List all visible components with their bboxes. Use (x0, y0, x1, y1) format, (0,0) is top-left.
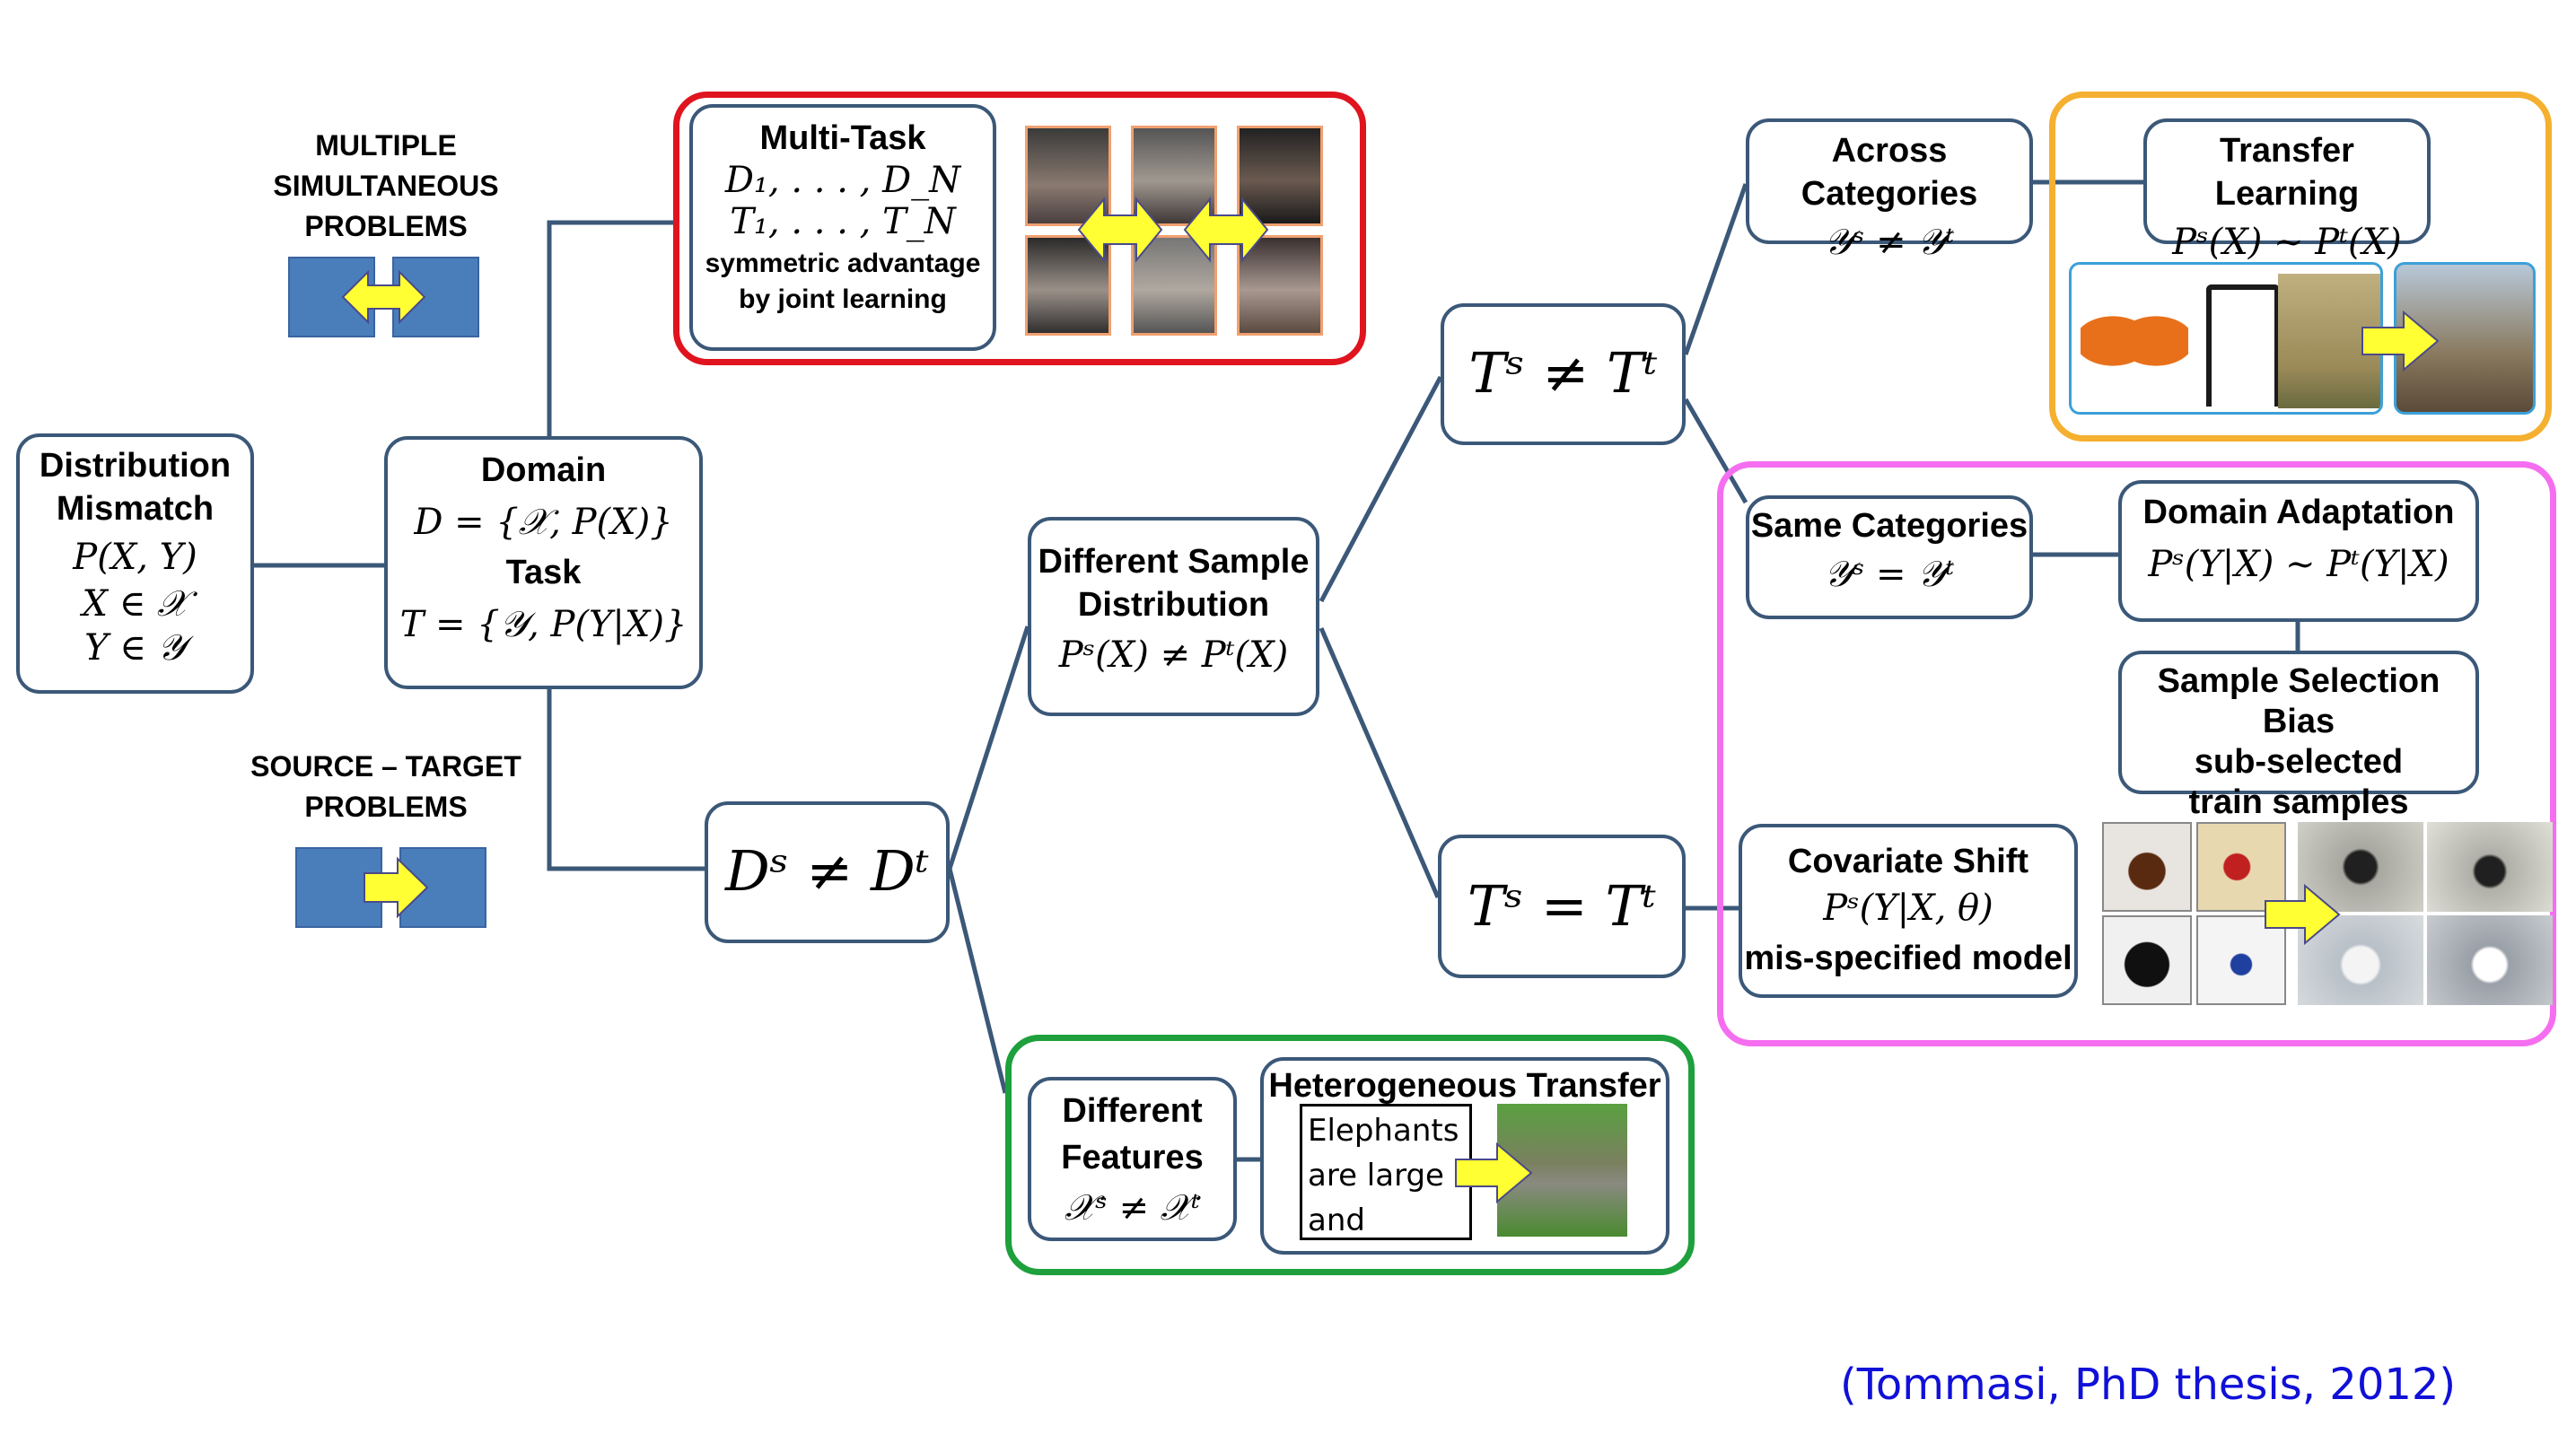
domain-adaptation-title: Domain Adaptation (2142, 494, 2455, 531)
domain-title: Domain (480, 451, 607, 489)
ds-neq-dt: Dˢ ≠ Dᵗ (725, 838, 929, 904)
transfer-learning-box: Transfer Learning Pˢ(X) ∼ Pᵗ(X) (2143, 118, 2431, 263)
mug-photo (2196, 915, 2286, 1005)
transfer-learning-title: Transfer Learning (2214, 132, 2360, 213)
different-features-formula: 𝒳ˢ ≠ 𝒳ᵗ (1064, 1187, 1201, 1229)
same-categories-formula: 𝒴ˢ = 𝒴ᵗ (1824, 554, 1955, 595)
domain-adaptation-formula: Pˢ(Y|X) ∼ Pᵗ(Y|X) (2148, 544, 2449, 585)
citation: (Tommasi, PhD thesis, 2012) (1840, 1360, 2457, 1410)
distribution-mismatch-title: Distribution Mismatch (39, 447, 232, 528)
distribution-p: P(X, Y) (73, 537, 197, 578)
source-images-panel (2069, 262, 2383, 415)
face-photo (1237, 235, 1323, 336)
same-categories-box: Same Categories 𝒴ˢ = 𝒴ᵗ (1746, 495, 2033, 619)
mug-photo (2427, 915, 2553, 1005)
multitask-frame (673, 92, 1366, 365)
multitask-note: symmetric advantage by joint learning (705, 249, 981, 314)
covariate-shift-note: mis-specified model (1744, 940, 2072, 977)
butterfly-photo (2081, 292, 2188, 390)
across-categories-formula: 𝒴ˢ ≠ 𝒴ᵗ (1824, 222, 1955, 263)
source-target-label: SOURCE – TARGET PROBLEMS (250, 750, 521, 823)
different-features-box: Different Features 𝒳ˢ ≠ 𝒳ᵗ (1028, 1077, 1237, 1241)
bidirectional-arrow-icon (288, 257, 479, 337)
different-sample-title: Different Sample Distribution (1038, 543, 1310, 624)
chair-photo (2206, 284, 2280, 407)
ts-neq-tt: Tˢ ≠ Tᵗ (1468, 340, 1658, 406)
bidirectional-arrow-icon (1183, 197, 1269, 263)
different-sample-box: Different Sample Distribution Pˢ(X) ≠ Pᵗ… (1028, 517, 1319, 716)
ts-eq-tt: Tˢ = Tᵗ (1467, 873, 1657, 939)
sample-selection-bias-box: Sample Selection Bias sub-selected train… (2118, 651, 2479, 821)
multitask-domains: D₁, . . . , D_N (724, 160, 961, 201)
different-features-title: Different Features (1061, 1092, 1204, 1176)
covariate-shift-formula: Pˢ(Y|X, θ) (1823, 888, 1993, 929)
domain-formula: D = {𝒳, P(X)} (414, 502, 673, 543)
bidirectional-arrow-icon (1077, 197, 1163, 263)
different-sample-formula: Pˢ(X) ≠ Pᵗ(X) (1058, 634, 1289, 676)
forward-arrow-icon (295, 847, 486, 928)
distribution-mismatch-box: Distribution Mismatch P(X, Y) X ∈ 𝒳 Y ∈ … (16, 433, 254, 694)
mug-photo (2427, 822, 2553, 912)
domain-task-box: Domain D = {𝒳, P(X)} Task T = {𝒴, P(Y|X)… (384, 436, 703, 689)
across-categories-box: Across Categories 𝒴ˢ ≠ 𝒴ᵗ (1746, 118, 2033, 263)
transfer-learning-formula: Pˢ(X) ∼ Pᵗ(X) (2172, 222, 2402, 263)
covariate-shift-title: Covariate Shift (1787, 843, 2029, 880)
forward-arrow-icon (2265, 883, 2341, 946)
heterogeneous-frame (1005, 1035, 1695, 1275)
heterogeneous-transfer-title: Heterogeneous Transfer (1268, 1067, 1661, 1105)
multitask-tasks: T₁, . . . , T_N (730, 201, 956, 242)
transfer-learning-frame (2049, 92, 2552, 442)
domain-adaptation-box: Domain Adaptation Pˢ(Y|X) ∼ Pᵗ(Y|X) (2118, 480, 2479, 622)
mug-photo (2196, 822, 2286, 912)
multitask-title: Multi-Task (759, 119, 926, 157)
distribution-x: X ∈ 𝒳 (82, 583, 188, 625)
ds-neq-dt-box: Dˢ ≠ Dᵗ (705, 801, 950, 943)
elephant-text: Elephants are large and gray… (1300, 1104, 1472, 1240)
ts-neq-tt-box: Tˢ ≠ Tᵗ (1441, 303, 1686, 445)
domain-adaptation-frame (1717, 461, 2556, 1046)
multitask-box: Multi-Task D₁, . . . , D_N T₁, . . . , T… (689, 104, 996, 351)
sample-selection-bias-text: Sample Selection Bias sub-selected train… (2157, 662, 2440, 821)
task-title: Task (505, 554, 582, 591)
task-formula: T = {𝒴, P(Y|X)} (399, 604, 688, 645)
across-categories-title: Across Categories (1801, 132, 1978, 213)
mug-photo (2102, 915, 2192, 1005)
forward-arrow-icon (2361, 310, 2440, 372)
same-categories-title: Same Categories (1750, 507, 2028, 545)
distribution-y: Y ∈ 𝒴 (84, 627, 186, 669)
multiple-problems-label: MULTIPLE SIMULTANEOUS PROBLEMS (273, 129, 499, 242)
mug-photo (2102, 822, 2192, 912)
ts-eq-tt-box: Tˢ = Tᵗ (1438, 835, 1686, 978)
covariate-shift-box: Covariate Shift Pˢ(Y|X, θ) mis-specified… (1739, 824, 2078, 998)
forward-arrow-icon (1455, 1141, 1533, 1204)
